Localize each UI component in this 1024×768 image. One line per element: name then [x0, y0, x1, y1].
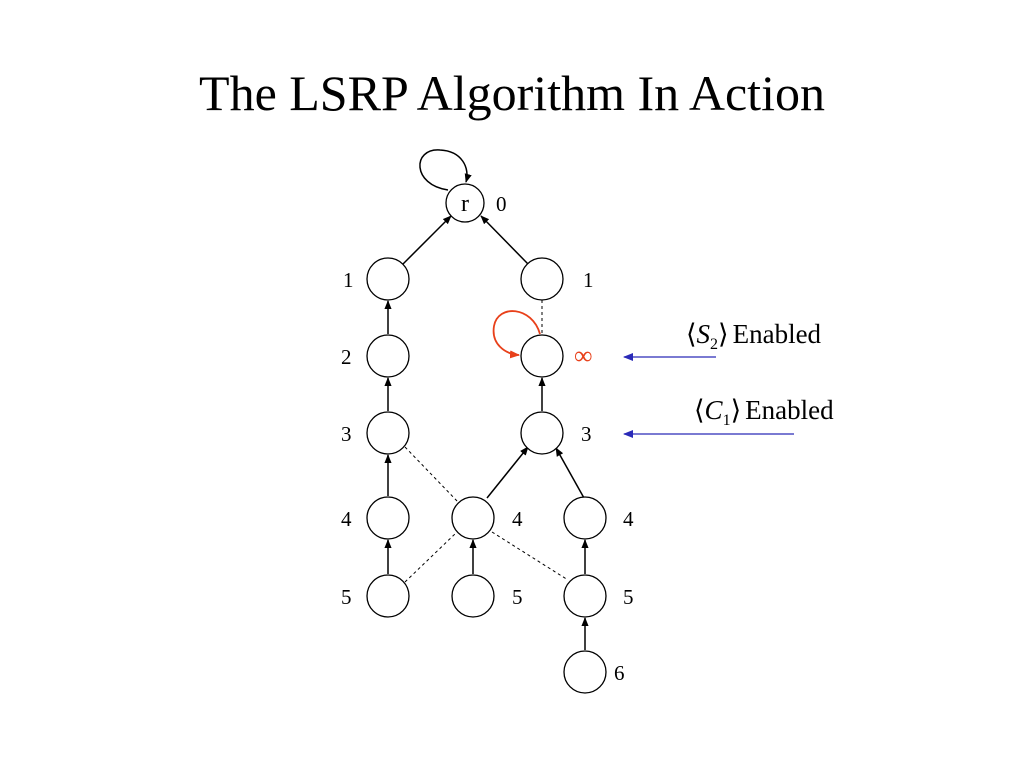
root-name: r — [461, 191, 469, 217]
dashed-m4-rr5 — [491, 531, 569, 581]
node-r2 — [520, 334, 564, 378]
label-l4: 4 — [341, 507, 352, 531]
dashed-edges — [404, 300, 569, 583]
label-rr4: 4 — [623, 507, 634, 531]
node-rr5 — [563, 574, 607, 618]
solid-edges — [384, 215, 589, 650]
slide-title: The LSRP Algorithm In Action — [199, 65, 825, 121]
node-m4 — [451, 496, 495, 540]
node-l4 — [366, 496, 410, 540]
label-r1: 1 — [583, 268, 594, 292]
s2-variable: S — [697, 319, 711, 349]
dashed-l3-m4 — [404, 446, 459, 503]
s2-subscript: 2 — [710, 336, 718, 353]
c1-enabled-text: Enabled — [745, 395, 834, 425]
node-l1 — [366, 257, 410, 301]
root-value: 0 — [496, 192, 507, 216]
c1-close-bracket: ⟩ — [731, 395, 742, 425]
label-m5: 5 — [512, 585, 523, 609]
node-r3 — [520, 411, 564, 455]
c1-subscript: 1 — [723, 412, 731, 429]
label-l5: 5 — [341, 585, 352, 609]
c1-variable: C — [705, 395, 724, 425]
node-rr6 — [563, 650, 607, 694]
s2-enabled-text: Enabled — [733, 319, 822, 349]
node-l3 — [366, 411, 410, 455]
label-l2: 2 — [341, 345, 352, 369]
node-l2 — [366, 334, 410, 378]
s2-close-bracket: ⟩ — [718, 319, 729, 349]
label-l1: 1 — [343, 268, 354, 292]
label-m4: 4 — [512, 507, 523, 531]
node-r1 — [520, 257, 564, 301]
edge-r1-root — [480, 215, 529, 265]
label-rr5: 5 — [623, 585, 634, 609]
label-l3: 3 — [341, 422, 352, 446]
node-rr4 — [563, 496, 607, 540]
label-r3: 3 — [581, 422, 592, 446]
root-self-loop — [419, 149, 472, 191]
dashed-l5-m4 — [404, 531, 458, 583]
annotation-c1: ⟨C1⟩Enabled — [694, 395, 834, 429]
c1-open-bracket: ⟨ — [694, 395, 705, 425]
edge-m4-r3 — [486, 446, 529, 499]
edge-l1-root — [402, 215, 452, 265]
node-l5 — [366, 574, 410, 618]
node-root — [445, 183, 485, 223]
label-rr6: 6 — [614, 661, 625, 685]
annotation-s2: ⟨S2⟩Enabled — [686, 319, 822, 353]
r2-self-loop — [492, 310, 541, 359]
nodes — [366, 183, 607, 694]
node-m5 — [451, 574, 495, 618]
label-r2: ∞ — [574, 341, 593, 370]
s2-open-bracket: ⟨ — [686, 319, 697, 349]
edge-rr4-r3 — [555, 447, 585, 499]
